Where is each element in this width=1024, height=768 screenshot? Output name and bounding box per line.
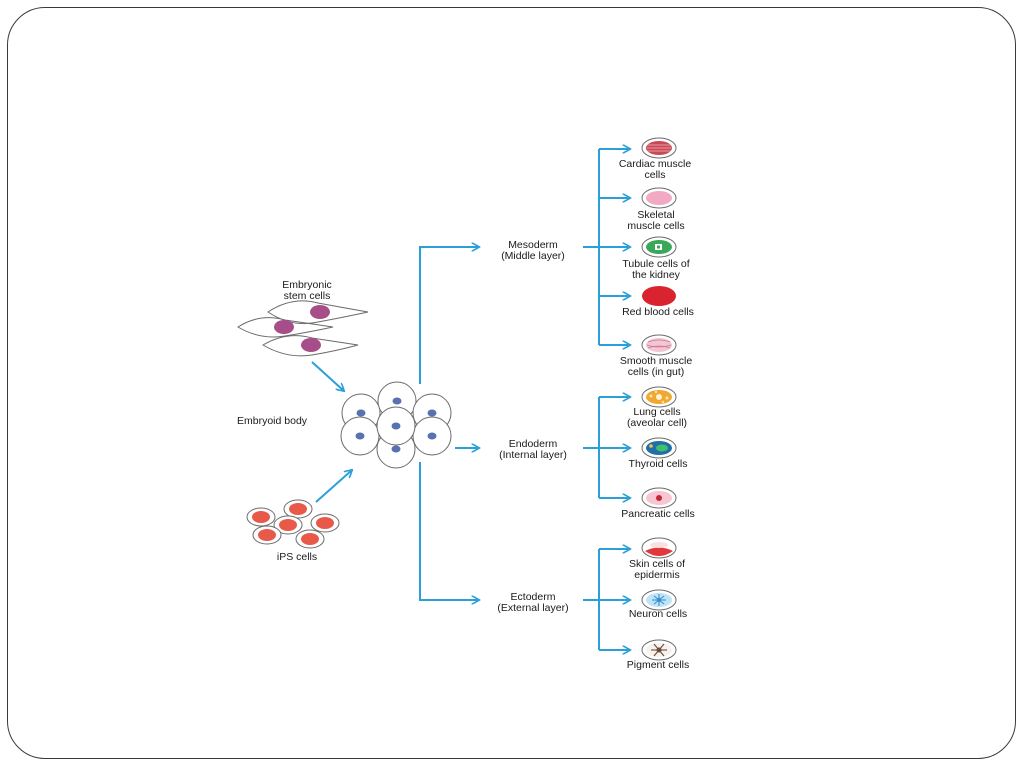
svg-text:Mesoderm: Mesoderm — [508, 239, 558, 251]
endoderm-label: Endoderm (Internal layer) — [499, 438, 567, 461]
pigment-cells-label: Pigment cells — [627, 659, 689, 671]
cardiac-muscle-cell-icon — [641, 137, 677, 159]
svg-text:cells: cells — [644, 169, 665, 181]
thyroid-cells-label: Thyroid cells — [629, 458, 688, 470]
mesoderm-label: Mesoderm (Middle layer) — [501, 239, 565, 262]
mesoderm-connectors — [583, 149, 630, 345]
stem-to-embryoid-arrow — [311, 361, 344, 391]
smooth-muscle-cell-icon — [641, 334, 677, 356]
red-blood-cells-label: Red blood cells — [622, 306, 694, 318]
embryoid-body-icon — [340, 381, 452, 469]
svg-text:Endoderm: Endoderm — [509, 438, 558, 450]
lung-cells-label: Lung cells (aveolar cell) — [627, 406, 687, 429]
svg-text:Tubule cells of: Tubule cells of — [622, 258, 689, 270]
svg-text:(aveolar cell): (aveolar cell) — [627, 417, 687, 429]
ectoderm-connectors — [583, 549, 630, 650]
tubule-cell-icon — [641, 236, 677, 258]
svg-text:Lung cells: Lung cells — [633, 406, 680, 418]
svg-text:Ectoderm: Ectoderm — [511, 591, 556, 603]
svg-text:Cardiac muscle: Cardiac muscle — [619, 158, 692, 170]
svg-text:Skin cells of: Skin cells of — [629, 558, 685, 570]
svg-text:Embryonic: Embryonic — [282, 279, 332, 291]
svg-text:(Middle layer): (Middle layer) — [501, 250, 565, 262]
red-blood-cell-icon — [642, 286, 676, 306]
ips-to-embryoid-arrow — [315, 470, 352, 503]
svg-text:(External layer): (External layer) — [497, 602, 568, 614]
ectoderm-label: Ectoderm (External layer) — [497, 591, 568, 614]
skin-cells-label: Skin cells of epidermis — [629, 558, 685, 581]
lung-cell-icon — [641, 386, 677, 408]
neuron-cells-label: Neuron cells — [629, 608, 687, 620]
svg-text:Skeletal: Skeletal — [637, 209, 674, 221]
skeletal-muscle-cells-label: Skeletal muscle cells — [627, 209, 684, 232]
embryoid-body-label: Embryoid body — [237, 415, 308, 427]
skin-cell-icon — [641, 537, 677, 559]
pancreatic-cells-label: Pancreatic cells — [621, 508, 695, 520]
svg-text:(Internal layer): (Internal layer) — [499, 449, 567, 461]
ips-cells-label: iPS cells — [277, 551, 317, 563]
svg-text:the kidney: the kidney — [632, 269, 681, 281]
svg-text:stem cells: stem cells — [284, 290, 331, 302]
germ-layer-connectors — [419, 247, 479, 600]
cardiac-muscle-cells-label: Cardiac muscle cells — [619, 158, 692, 181]
embryonic-stem-cells-icon — [237, 300, 369, 357]
smooth-muscle-cells-label: Smooth muscle cells (in gut) — [620, 355, 693, 378]
svg-text:muscle cells: muscle cells — [627, 220, 684, 232]
svg-text:cells (in gut): cells (in gut) — [628, 366, 685, 378]
endoderm-connectors — [583, 397, 630, 498]
pancreatic-cell-icon — [641, 487, 677, 509]
ips-cells-icon — [246, 499, 340, 549]
thyroid-cell-icon — [641, 437, 677, 459]
skeletal-muscle-cell-icon — [641, 187, 677, 209]
tubule-cells-label: Tubule cells of the kidney — [622, 258, 689, 281]
svg-text:Smooth muscle: Smooth muscle — [620, 355, 693, 367]
svg-text:epidermis: epidermis — [634, 569, 680, 581]
neuron-cell-icon — [641, 589, 677, 611]
embryonic-stem-cells-label: Embryonic stem cells — [282, 279, 332, 302]
pigment-cell-icon — [641, 639, 677, 661]
slide-frame — [7, 7, 1016, 759]
